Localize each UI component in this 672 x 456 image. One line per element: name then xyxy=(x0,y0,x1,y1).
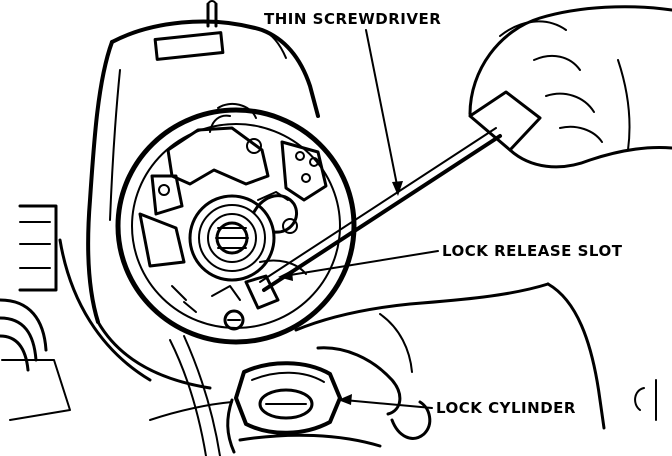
thin-screwdriver-label: THIN SCREWDRIVER xyxy=(264,10,442,28)
top-post xyxy=(206,0,218,28)
cylinder-leader-arrowhead xyxy=(338,394,352,405)
release-slot-leader-arrowhead xyxy=(278,270,293,281)
column-housing xyxy=(58,19,320,390)
leader-lines xyxy=(278,29,439,409)
lock-mechanism xyxy=(138,102,328,268)
right-edge-fragment xyxy=(634,379,657,421)
left-bracket xyxy=(0,204,71,421)
lower-hand xyxy=(149,282,606,456)
screwdriver-leader xyxy=(365,29,399,191)
screwdriver-leader-arrowhead xyxy=(392,181,403,196)
lock-release-slot-label: LOCK RELEASE SLOT xyxy=(442,242,623,260)
lock-cylinder xyxy=(234,361,342,435)
cylinder-leader xyxy=(343,399,433,409)
lock-housing-face xyxy=(115,107,357,345)
steering-shaft xyxy=(188,191,298,282)
screwdriver xyxy=(259,90,542,292)
lock-cylinder-label: LOCK CYLINDER xyxy=(436,399,576,417)
release-slot-leader xyxy=(283,250,439,277)
lock-release-area xyxy=(171,259,307,331)
upper-hand xyxy=(468,5,672,169)
